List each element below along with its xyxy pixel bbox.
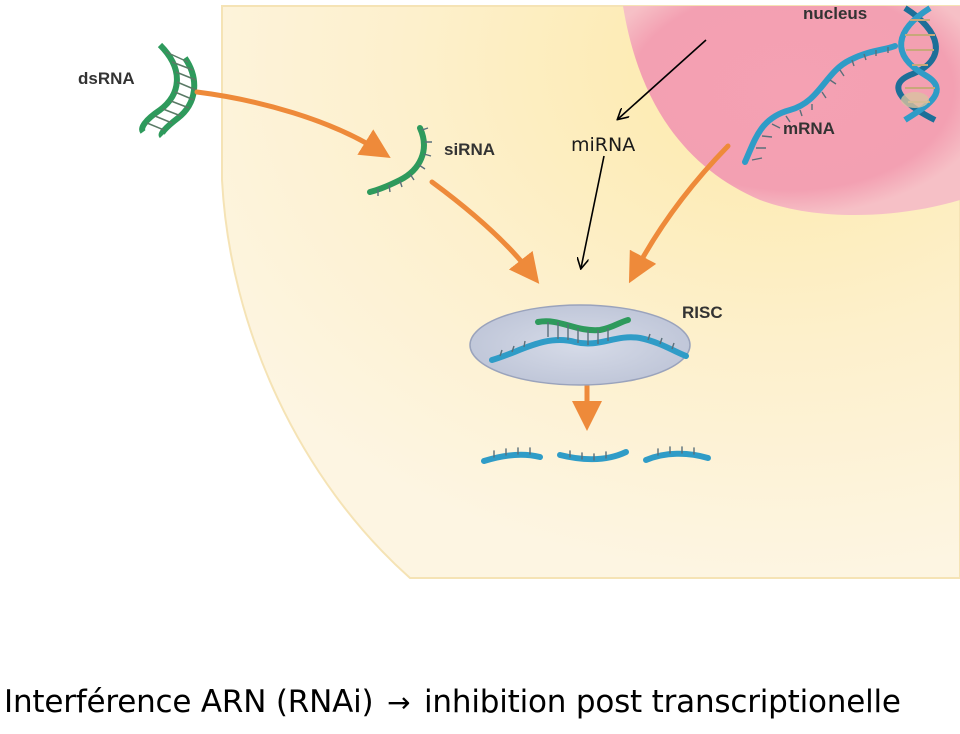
mrna-strand [742,43,898,165]
dsrna-molecule [139,42,198,139]
pathway-arrows [194,89,731,431]
arrow-icon: → [387,686,411,719]
dna-helix-icon [895,5,940,123]
caption-right: inhibition post transcriptionelle [424,684,901,720]
mirna-label: miRNA [571,134,635,156]
sirna-label: siRNA [444,140,495,159]
sirna-molecule [367,125,432,196]
risc-bound-rna [489,317,689,363]
caption: Interférence ARN (RNAi) → inhibition pos… [4,684,901,720]
mrna-label: mRNA [783,119,835,138]
mrna-fragments [481,446,711,464]
mirna-arrow-in [618,39,707,119]
dsrna-label: dsRNA [78,69,135,88]
caption-left: Interférence ARN (RNAi) [4,684,374,720]
risc-label: RISC [682,303,723,322]
nucleus-label: nucleus [803,4,867,23]
mirna-arrow-out [581,155,605,268]
